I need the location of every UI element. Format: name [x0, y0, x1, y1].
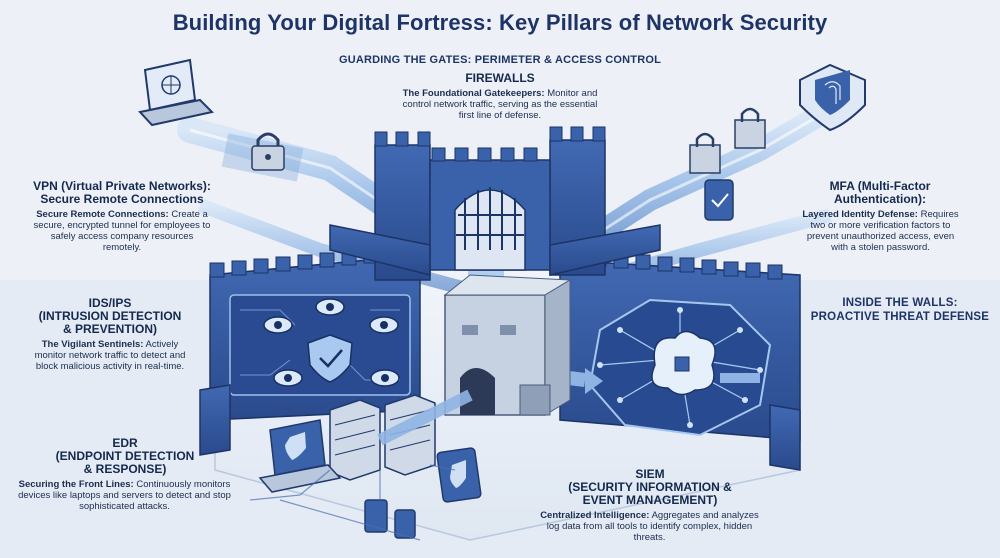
siem-block: SIEM (SECURITY INFORMATION & EVENT MANAG…	[535, 467, 765, 544]
padlock-icon	[251, 132, 285, 171]
laptop-icon	[138, 58, 215, 127]
edr-lead: Securing the Front Lines:	[18, 479, 134, 490]
brain-circuit-icon	[597, 307, 763, 428]
mfa-tunnel	[569, 107, 826, 256]
mfa-lead: Layered Identity Defense:	[802, 209, 918, 220]
section-label-perimeter: GUARDING THE GATES: PERIMETER & ACCESS C…	[338, 54, 662, 66]
edr-block: EDR (ENDPOINT DETECTION & RESPONSE) Secu…	[15, 436, 235, 513]
vpn-block: VPN (Virtual Private Networks): Secure R…	[22, 179, 222, 254]
siem-heading: SIEM (SECURITY INFORMATION & EVENT MANAG…	[568, 467, 732, 507]
ids-description: The Vigilant Sentinels: Actively monitor…	[25, 339, 195, 372]
phone-icon	[704, 179, 734, 221]
firewalls-text: Monitor and control network traffic, ser…	[402, 88, 598, 121]
ids-block: IDS/IPS (INTRUSION DETECTION & PREVENTIO…	[20, 296, 200, 373]
siem-description: Centralized Intelligence: Aggregates and…	[537, 510, 762, 543]
firewalls-block: FIREWALLS The Foundational Gatekeepers: …	[400, 71, 600, 122]
mfa-heading: MFA (Multi-Factor Authentication):	[829, 179, 931, 206]
phone-icon	[364, 499, 416, 539]
siem-lead: Centralized Intelligence:	[540, 510, 650, 521]
fingerprint-shield-icon	[799, 63, 866, 132]
section-label-inside: INSIDE THE WALLS: PROACTIVE THREAT DEFEN…	[810, 297, 990, 323]
vpn-description: Secure Remote Connections: Create a secu…	[32, 209, 212, 253]
left-wall	[209, 246, 421, 421]
vpn-lead: Secure Remote Connections:	[36, 209, 169, 220]
perimeter-walls	[199, 224, 801, 471]
mfa-description: Layered Identity Defense: Requires two o…	[798, 209, 963, 253]
siem-text: Aggregates and analyzes log data from al…	[546, 510, 759, 543]
ids-text: Actively monitor network traffic to dete…	[34, 339, 186, 372]
edr-heading: EDR (ENDPOINT DETECTION & RESPONSE)	[55, 436, 195, 476]
firewalls-heading: FIREWALLS	[465, 71, 535, 85]
padlock-icon	[689, 107, 766, 174]
mfa-block: MFA (Multi-Factor Authentication): Layer…	[790, 179, 970, 254]
shield-check-icon	[307, 334, 353, 383]
vpn-text: Create a secure, encrypted tunnel for em…	[33, 209, 211, 253]
ids-heading: IDS/IPS (INTRUSION DETECTION & PREVENTIO…	[38, 296, 182, 336]
firewalls-lead: The Foundational Gatekeepers:	[402, 88, 545, 99]
laptop-icon	[258, 419, 342, 493]
firewalls-description: The Foundational Gatekeepers: Monitor an…	[400, 88, 600, 121]
edr-description: Securing the Front Lines: Continuously m…	[17, 479, 232, 512]
ids-lead: The Vigilant Sentinels:	[41, 339, 144, 350]
tablet-icon	[436, 447, 482, 503]
mfa-text: Requires two or more verification factor…	[806, 209, 959, 253]
page-title: Building Your Digital Fortress: Key Pill…	[172, 10, 828, 35]
edr-text: Continuously monitors devices like lapto…	[18, 479, 231, 512]
vpn-heading: VPN (Virtual Private Networks): Secure R…	[33, 179, 211, 206]
